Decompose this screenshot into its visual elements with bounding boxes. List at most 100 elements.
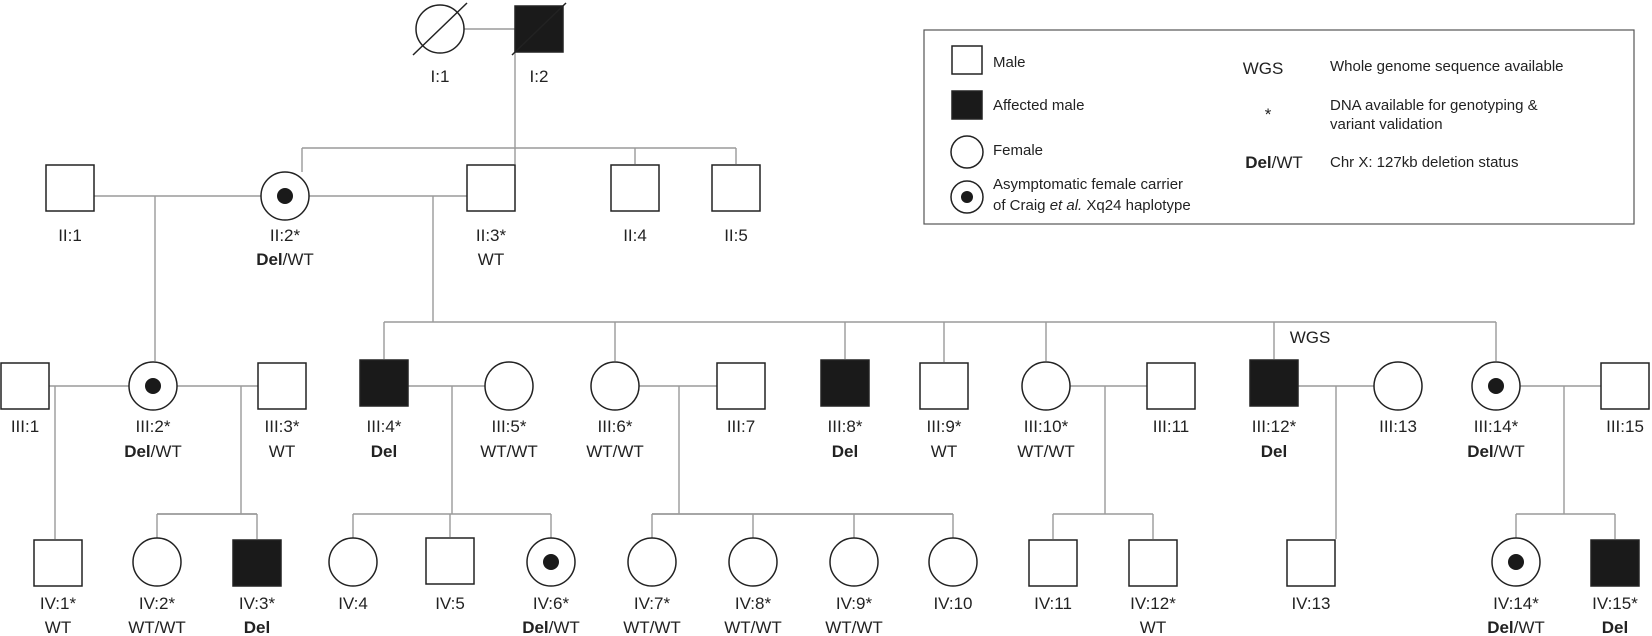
individual-iv-7: IV:7*WT/WT bbox=[623, 537, 681, 636]
male-symbol bbox=[716, 362, 766, 410]
deletion-status-label: WT bbox=[931, 442, 957, 461]
individual-id-label: III:5* bbox=[492, 417, 527, 436]
legend: Male Affected male Female Asymptomatic f… bbox=[923, 29, 1635, 225]
individual-id-label: III:8* bbox=[828, 417, 863, 436]
affected-male-symbol bbox=[820, 359, 870, 407]
deletion-status-label: Del bbox=[371, 442, 397, 461]
legend-wgs-description: Whole genome sequence available bbox=[1330, 58, 1564, 75]
male-symbol bbox=[1286, 539, 1336, 587]
legend-carrier-label-line1: Asymptomatic female carrier bbox=[993, 176, 1183, 193]
deceased-slash bbox=[511, 2, 567, 56]
male-symbol bbox=[257, 362, 307, 410]
individual-ii-3: II:3*WT bbox=[466, 164, 516, 269]
legend-star-key: * bbox=[1265, 105, 1272, 124]
individual-i-1: I:1 bbox=[412, 2, 468, 86]
individual-iv-8: IV:8*WT/WT bbox=[724, 537, 782, 636]
female-symbol bbox=[1021, 361, 1071, 411]
individual-iii-5: III:5* WT/WT bbox=[480, 361, 538, 461]
individual-iii-1: III:1 bbox=[0, 362, 50, 436]
individual-id-label: III:3* bbox=[265, 417, 300, 436]
individual-iii-7: III:7 bbox=[716, 362, 766, 436]
deletion-status-label: WT bbox=[1140, 618, 1166, 636]
individual-iv-12: IV:12* WT bbox=[1128, 539, 1178, 636]
legend-affected-male-label: Affected male bbox=[993, 97, 1084, 114]
deletion-status-label: Del bbox=[244, 618, 270, 636]
individual-iii-12: III:12* Del WGS bbox=[1249, 328, 1331, 461]
deletion-status-label: WT bbox=[45, 618, 71, 636]
female-symbol bbox=[627, 537, 677, 587]
male-symbol bbox=[0, 362, 50, 410]
deceased-slash bbox=[412, 2, 468, 56]
individual-id-label: IV:9* bbox=[836, 594, 873, 613]
individual-i-2: I:2 bbox=[511, 2, 567, 86]
deletion-status-label: Del/WT bbox=[124, 442, 182, 461]
individual-id-label: III:7 bbox=[727, 417, 755, 436]
individual-id-label: IV:12* bbox=[1130, 594, 1176, 613]
female-symbol bbox=[928, 537, 978, 587]
individual-id-label: III:14* bbox=[1474, 417, 1519, 436]
legend-del-description: Chr X: 127kb deletion status bbox=[1330, 154, 1518, 171]
male-symbol bbox=[425, 537, 475, 585]
deletion-status-label: Del bbox=[1261, 442, 1287, 461]
individual-iii-10: III:10* WT/WT bbox=[1017, 361, 1075, 461]
individual-id-label: IV:15* bbox=[1592, 594, 1638, 613]
deletion-status-label: WT/WT bbox=[480, 442, 538, 461]
legend-female-symbol bbox=[950, 135, 984, 169]
relationship-lines bbox=[49, 28, 1616, 539]
legend-box bbox=[923, 29, 1635, 225]
legend-carrier-label-line2: of Craig et al. Xq24 haplotype bbox=[993, 197, 1191, 214]
individual-iii-8: III:8*Del bbox=[820, 359, 870, 461]
affected-male-symbol bbox=[1249, 359, 1299, 407]
individual-id-label: III:10* bbox=[1024, 417, 1069, 436]
individual-id-label: IV:5 bbox=[435, 594, 465, 613]
male-symbol bbox=[610, 164, 660, 212]
legend-female-label: Female bbox=[993, 142, 1043, 159]
deletion-status-label: WT bbox=[478, 250, 504, 269]
female-symbol bbox=[132, 537, 182, 587]
deletion-status-label: WT/WT bbox=[1017, 442, 1075, 461]
individual-id-label: IV:13 bbox=[1291, 594, 1330, 613]
legend-affected-male-symbol bbox=[951, 90, 983, 120]
male-symbol bbox=[45, 164, 95, 212]
individual-iii-9: III:9*WT bbox=[919, 362, 969, 461]
individual-id-label: IV:4 bbox=[338, 594, 368, 613]
individual-id-label: IV:8* bbox=[735, 594, 772, 613]
female-symbol bbox=[328, 537, 378, 587]
male-symbol bbox=[711, 164, 761, 212]
individual-id-label: III:12* bbox=[1252, 417, 1297, 436]
carrier-dot bbox=[543, 554, 559, 570]
individual-iv-3: IV:3*Del bbox=[232, 539, 282, 636]
legend-carrier-dot bbox=[961, 191, 973, 203]
carrier-dot bbox=[277, 188, 293, 204]
individual-iii-14: III:14* Del/WT bbox=[1467, 361, 1525, 461]
legend-star-description-line2: variant validation bbox=[1330, 116, 1443, 133]
individual-id-label: I:1 bbox=[431, 67, 450, 86]
individual-id-label: II:1 bbox=[58, 226, 82, 245]
individual-id-label: II:4 bbox=[623, 226, 647, 245]
deletion-status-label: WT/WT bbox=[623, 618, 681, 636]
deletion-status-label: Del/WT bbox=[1467, 442, 1525, 461]
individual-iii-6: III:6*WT/WT bbox=[586, 361, 644, 461]
male-symbol bbox=[33, 539, 83, 587]
individual-iv-13: IV:13 bbox=[1286, 539, 1336, 613]
individual-iii-11: III:11 bbox=[1146, 362, 1196, 436]
individual-ii-4: II:4 bbox=[610, 164, 660, 245]
carrier-dot bbox=[1488, 378, 1504, 394]
female-symbol bbox=[484, 361, 534, 411]
wgs-annotation: WGS bbox=[1290, 328, 1331, 347]
individual-iii-4: III:4* Del bbox=[359, 359, 409, 461]
deletion-status-label: WT/WT bbox=[586, 442, 644, 461]
deletion-status-label: WT bbox=[269, 442, 295, 461]
individual-iv-14: IV:14*Del/WT bbox=[1487, 537, 1545, 636]
legend-del-key: Del/WT bbox=[1245, 153, 1303, 172]
individual-iv-2: IV:2*WT/WT bbox=[128, 537, 186, 636]
male-symbol bbox=[1600, 362, 1650, 410]
male-symbol bbox=[466, 164, 516, 212]
individual-id-label: I:2 bbox=[530, 67, 549, 86]
deletion-status-label: WT/WT bbox=[128, 618, 186, 636]
deletion-status-label: Del/WT bbox=[1487, 618, 1545, 636]
affected-male-symbol bbox=[359, 359, 409, 407]
individual-id-label: III:4* bbox=[367, 417, 402, 436]
individual-id-label: III:1 bbox=[11, 417, 39, 436]
